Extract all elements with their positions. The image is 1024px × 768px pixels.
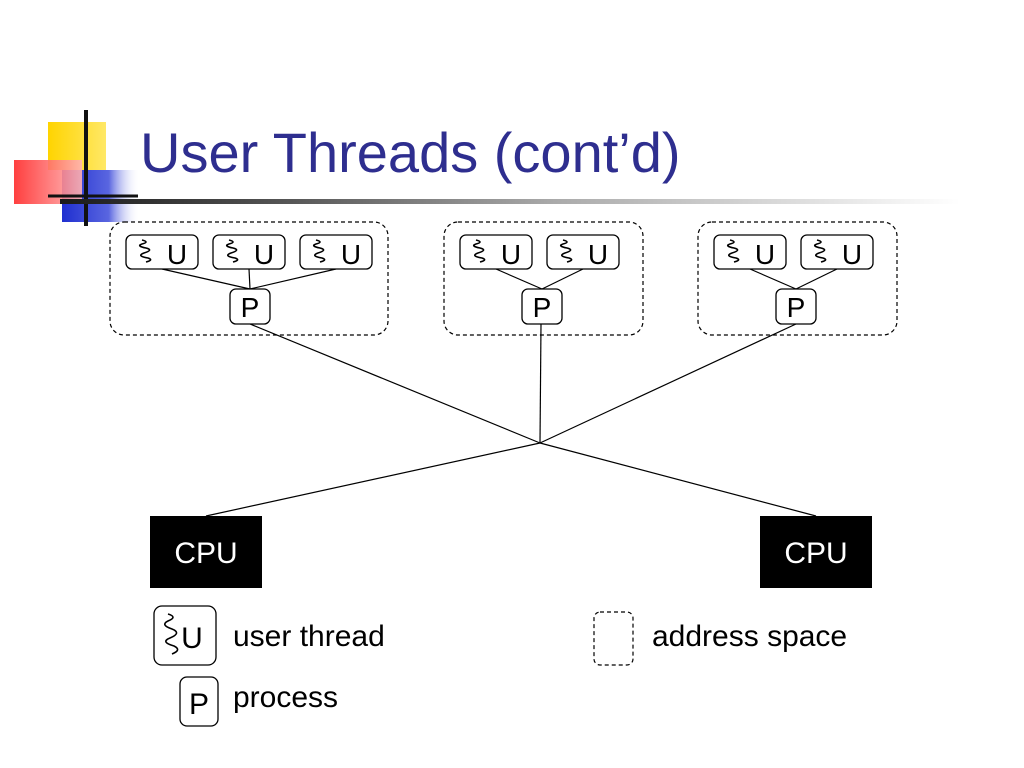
legend-process-symbol: P: [179, 676, 219, 727]
scheduler-cpu-link: [205, 442, 541, 517]
thread-process-link: [749, 268, 797, 290]
svg-text:P: P: [241, 292, 260, 323]
thread-process-link: [495, 268, 543, 290]
user-thread-node: U: [212, 234, 286, 270]
process-node: P: [521, 288, 563, 325]
svg-text:U: U: [167, 239, 187, 270]
user-thread-node: U: [299, 234, 373, 270]
user-thread-node: U: [713, 234, 787, 270]
svg-text:P: P: [189, 688, 209, 721]
legend-process-label: process: [233, 681, 339, 714]
thread-process-link: [248, 268, 251, 290]
svg-text:U: U: [588, 239, 608, 270]
cpu-node-1: CPU: [150, 516, 262, 588]
process-scheduler-link: [539, 323, 797, 444]
legend-address-space-symbol: [593, 611, 634, 666]
process-node: P: [229, 288, 271, 325]
scheduler-cpu-link: [539, 442, 817, 517]
svg-text:CPU: CPU: [174, 537, 237, 570]
svg-text:U: U: [254, 239, 274, 270]
legend-address-space-label: address space: [652, 620, 848, 653]
address-space-box-2: [443, 221, 644, 336]
cpu-node-2: CPU: [760, 516, 872, 588]
title-underline: [60, 199, 960, 204]
svg-text:CPU: CPU: [784, 537, 847, 570]
user-thread-node: U: [800, 234, 874, 270]
process-node: P: [775, 288, 817, 325]
address-space-box-1: [109, 221, 389, 336]
process-scheduler-link: [539, 323, 542, 444]
address-space-box-3: [697, 221, 898, 336]
user-thread-node: U: [459, 234, 533, 270]
svg-text:P: P: [787, 292, 806, 323]
svg-text:P: P: [533, 292, 552, 323]
process-scheduler-link: [249, 323, 541, 444]
user-thread-node: U: [546, 234, 620, 270]
svg-text:U: U: [341, 239, 361, 270]
svg-text:U: U: [755, 239, 775, 270]
thread-process-link: [795, 268, 838, 290]
user-thread-node: U: [125, 234, 199, 270]
svg-text:U: U: [181, 622, 203, 655]
svg-text:U: U: [842, 239, 862, 270]
thread-process-link: [249, 268, 337, 290]
svg-text:U: U: [501, 239, 521, 270]
legend-user-thread-label: user thread: [233, 620, 385, 653]
page-title: User Threads (cont’d): [140, 121, 681, 184]
legend-user-thread-symbol: U: [153, 605, 217, 666]
thread-process-link: [161, 268, 251, 290]
thread-process-link: [541, 268, 584, 290]
slide-logo: [14, 110, 140, 226]
